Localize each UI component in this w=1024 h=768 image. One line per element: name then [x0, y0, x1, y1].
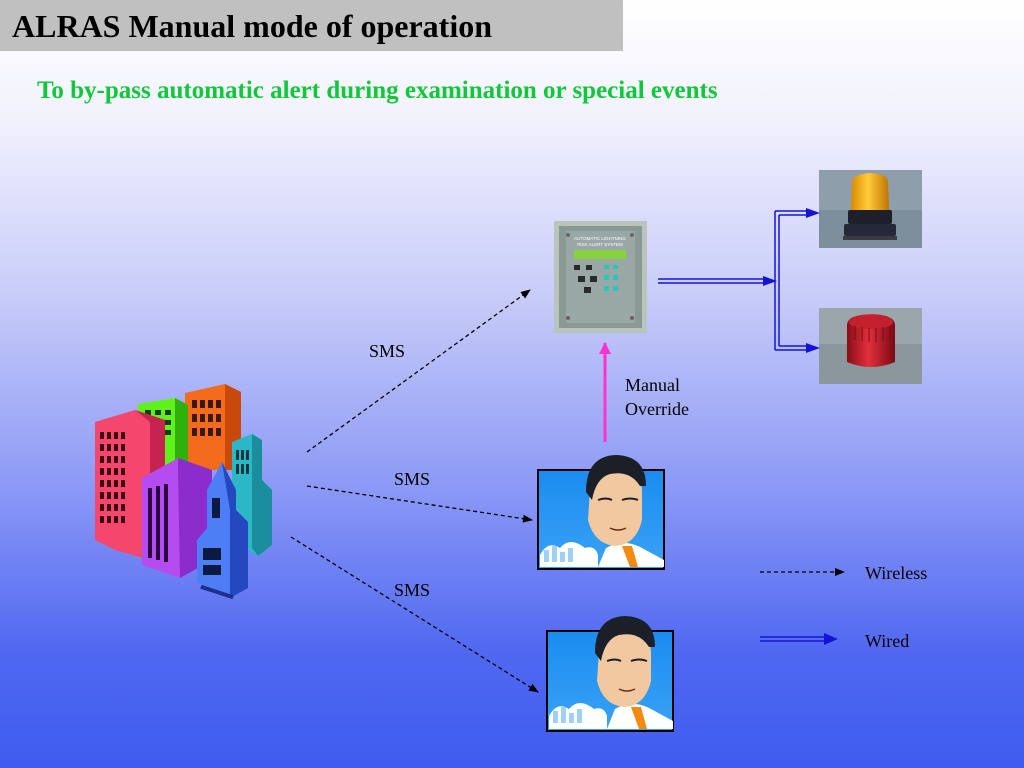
sms-arrow-to-person-1	[306, 485, 533, 523]
legend-wireless-label: Wireless	[865, 563, 928, 583]
controller-panel-text-2: RISK ALERT SYSTEM	[577, 242, 623, 247]
amber-beacon-image	[819, 170, 922, 248]
slide-title: ALRAS Manual mode of operation	[12, 8, 493, 44]
alert-controller-image: AUTOMATIC LIGHTNING RISK ALERT SYSTEM	[554, 221, 647, 333]
sms-label-bottom: SMS	[394, 580, 431, 600]
controller-panel-text-1: AUTOMATIC LIGHTNING	[574, 236, 626, 241]
slide-subtitle: To by-pass automatic alert during examin…	[37, 77, 718, 104]
sms-label-top: SMS	[369, 341, 406, 361]
wired-output-arrows	[658, 208, 820, 353]
legend-wired-arrow	[760, 633, 838, 645]
manual-override-label-line1: Manual	[625, 375, 680, 395]
red-sounder-image	[819, 308, 922, 384]
city-buildings-icon	[95, 384, 272, 600]
staff-person-icon-2	[546, 616, 674, 732]
legend-wired-label: Wired	[865, 631, 910, 651]
sms-label-middle: SMS	[394, 469, 431, 489]
manual-override-label-line2: Override	[625, 399, 689, 419]
title-bar: ALRAS Manual mode of operation	[0, 0, 623, 51]
sms-arrow-to-person-2	[290, 536, 539, 693]
staff-person-icon-1	[537, 455, 665, 570]
sms-arrow-to-controller	[306, 289, 531, 453]
